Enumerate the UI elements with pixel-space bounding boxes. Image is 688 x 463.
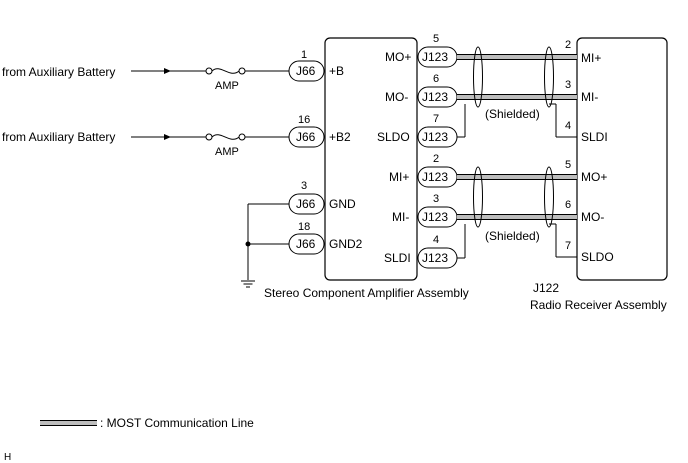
receiver-pin-6: 6 MO- bbox=[565, 199, 604, 224]
signal-label: GND2 bbox=[329, 237, 363, 251]
signal-label: SLDI bbox=[581, 130, 608, 144]
signal-label: MI+ bbox=[389, 170, 409, 184]
pin-number: 3 bbox=[301, 180, 307, 192]
arrow-icon bbox=[164, 134, 171, 140]
connector-label: J123 bbox=[422, 50, 448, 64]
connector-label: J66 bbox=[296, 130, 316, 144]
shield-ellipse bbox=[544, 166, 554, 228]
power-row-1: from Auxiliary Battery AMP bbox=[2, 65, 289, 92]
legend-text: : MOST Communication Line bbox=[100, 416, 254, 430]
connector-label: J123 bbox=[422, 170, 448, 184]
receiver-pin-3: 3 MI- bbox=[565, 79, 598, 104]
ground-icon bbox=[241, 280, 255, 288]
amp-left-pin-16: 16 J66 +B2 bbox=[288, 114, 351, 148]
connector-j66 bbox=[288, 60, 325, 82]
amp-right-pin-3: MI- 3 J123 bbox=[392, 193, 458, 228]
pin-number: 7 bbox=[565, 240, 571, 252]
pin-number: 3 bbox=[565, 79, 571, 91]
signal-label: +B bbox=[329, 64, 344, 78]
connector-label: J123 bbox=[422, 210, 448, 224]
pin-number: 6 bbox=[433, 73, 439, 85]
receiver-pin-4: 4 SLDI bbox=[565, 120, 608, 144]
amp-right-pin-5: MO+ 5 J123 bbox=[385, 33, 458, 68]
signal-label: +B2 bbox=[329, 130, 351, 144]
connector-label: J66 bbox=[296, 237, 316, 251]
fuse-label: AMP bbox=[215, 80, 239, 92]
pin-number: 2 bbox=[565, 39, 571, 51]
legend: : MOST Communication Line bbox=[40, 416, 254, 430]
fuse-icon bbox=[211, 134, 240, 140]
source-label: from Auxiliary Battery bbox=[2, 65, 115, 79]
receiver-pin-2: 2 MI+ bbox=[565, 39, 601, 65]
signal-label: MO- bbox=[385, 90, 408, 104]
pin-number: 6 bbox=[565, 199, 571, 211]
signal-label: MI- bbox=[392, 210, 409, 224]
pin-number: 5 bbox=[433, 33, 439, 45]
amp-right-pin-6: MO- 6 J123 bbox=[385, 73, 458, 108]
amp-right-pin-7: SLDO 7 J123 bbox=[377, 113, 458, 148]
amp-right-pin-2: MI+ 2 J123 bbox=[389, 153, 458, 188]
signal-label: SLDO bbox=[377, 130, 410, 144]
pin-number: 4 bbox=[433, 234, 439, 246]
pin-number: 16 bbox=[298, 114, 310, 126]
pin-number: 2 bbox=[433, 153, 439, 165]
pin-number: 18 bbox=[298, 221, 310, 233]
amp-left-pin-1: 1 J66 +B bbox=[288, 49, 344, 82]
receiver-pin-7: 7 SLDO bbox=[565, 240, 614, 264]
pin-number: 7 bbox=[433, 113, 439, 125]
amplifier-box bbox=[324, 37, 418, 281]
most-lines-upper: (Shielded) bbox=[457, 46, 577, 138]
receiver-pin-5: 5 MO+ bbox=[565, 159, 607, 184]
receiver-box bbox=[576, 37, 668, 281]
connector-label: J123 bbox=[422, 130, 448, 144]
signal-label: MO+ bbox=[385, 50, 411, 64]
amp-right-pin-4: SLDI 4 J123 bbox=[384, 234, 458, 269]
fuse-label: AMP bbox=[215, 146, 239, 158]
arrow-icon bbox=[164, 68, 171, 74]
pin-number: 5 bbox=[565, 159, 571, 171]
signal-label: SLDI bbox=[384, 251, 411, 265]
signal-label: GND bbox=[329, 197, 356, 211]
most-lines-lower: (Shielded) bbox=[457, 166, 577, 259]
shield-ellipse bbox=[544, 46, 554, 108]
connector-label: J66 bbox=[296, 64, 316, 78]
connector-label: J66 bbox=[296, 197, 316, 211]
power-row-2: from Auxiliary Battery AMP bbox=[2, 130, 289, 158]
amplifier-name: Stereo Component Amplifier Assembly bbox=[264, 286, 469, 300]
corner-mark: H bbox=[4, 452, 11, 463]
signal-label: SLDO bbox=[581, 250, 614, 264]
connector-label: J123 bbox=[422, 251, 448, 265]
connector-j66 bbox=[288, 126, 325, 148]
junction-dot bbox=[245, 241, 251, 247]
signal-label: MI+ bbox=[581, 51, 601, 65]
pin-number: 4 bbox=[565, 120, 571, 132]
pin-number: 1 bbox=[301, 49, 307, 61]
pin-number: 3 bbox=[433, 193, 439, 205]
receiver-name: Radio Receiver Assembly bbox=[530, 298, 667, 312]
source-label: from Auxiliary Battery bbox=[2, 130, 115, 144]
fuse-icon bbox=[211, 68, 240, 74]
shield-ellipse bbox=[473, 166, 483, 228]
ground-wiring bbox=[241, 203, 289, 288]
receiver-connector-label: J122 bbox=[533, 281, 559, 295]
connector-label: J123 bbox=[422, 90, 448, 104]
amp-left-pin-18: 18 J66 GND2 bbox=[288, 221, 363, 255]
signal-label: MO+ bbox=[581, 170, 607, 184]
shield-label: (Shielded) bbox=[485, 229, 540, 243]
signal-label: MI- bbox=[581, 90, 598, 104]
signal-label: MO- bbox=[581, 210, 604, 224]
shield-ellipse bbox=[473, 46, 483, 108]
shield-label: (Shielded) bbox=[485, 107, 540, 121]
amp-left-pin-3: 3 J66 GND bbox=[288, 180, 356, 215]
